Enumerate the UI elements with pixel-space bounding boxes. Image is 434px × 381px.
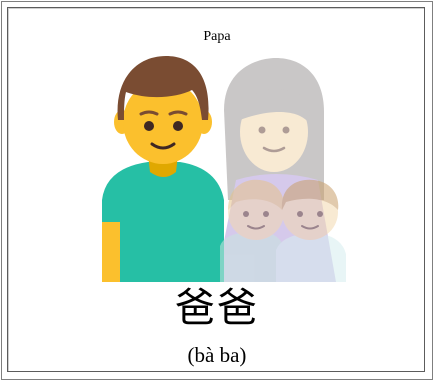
flashcard[interactable] [7,7,425,372]
children-figures [220,179,346,282]
flashcard-caption: Papa [203,29,231,44]
man-figure [102,56,224,282]
chinese-word: 爸爸 [175,285,259,331]
pinyin-reading: (bà ba) [187,343,247,367]
family-man-woman-girl-boy-icon [102,56,346,282]
